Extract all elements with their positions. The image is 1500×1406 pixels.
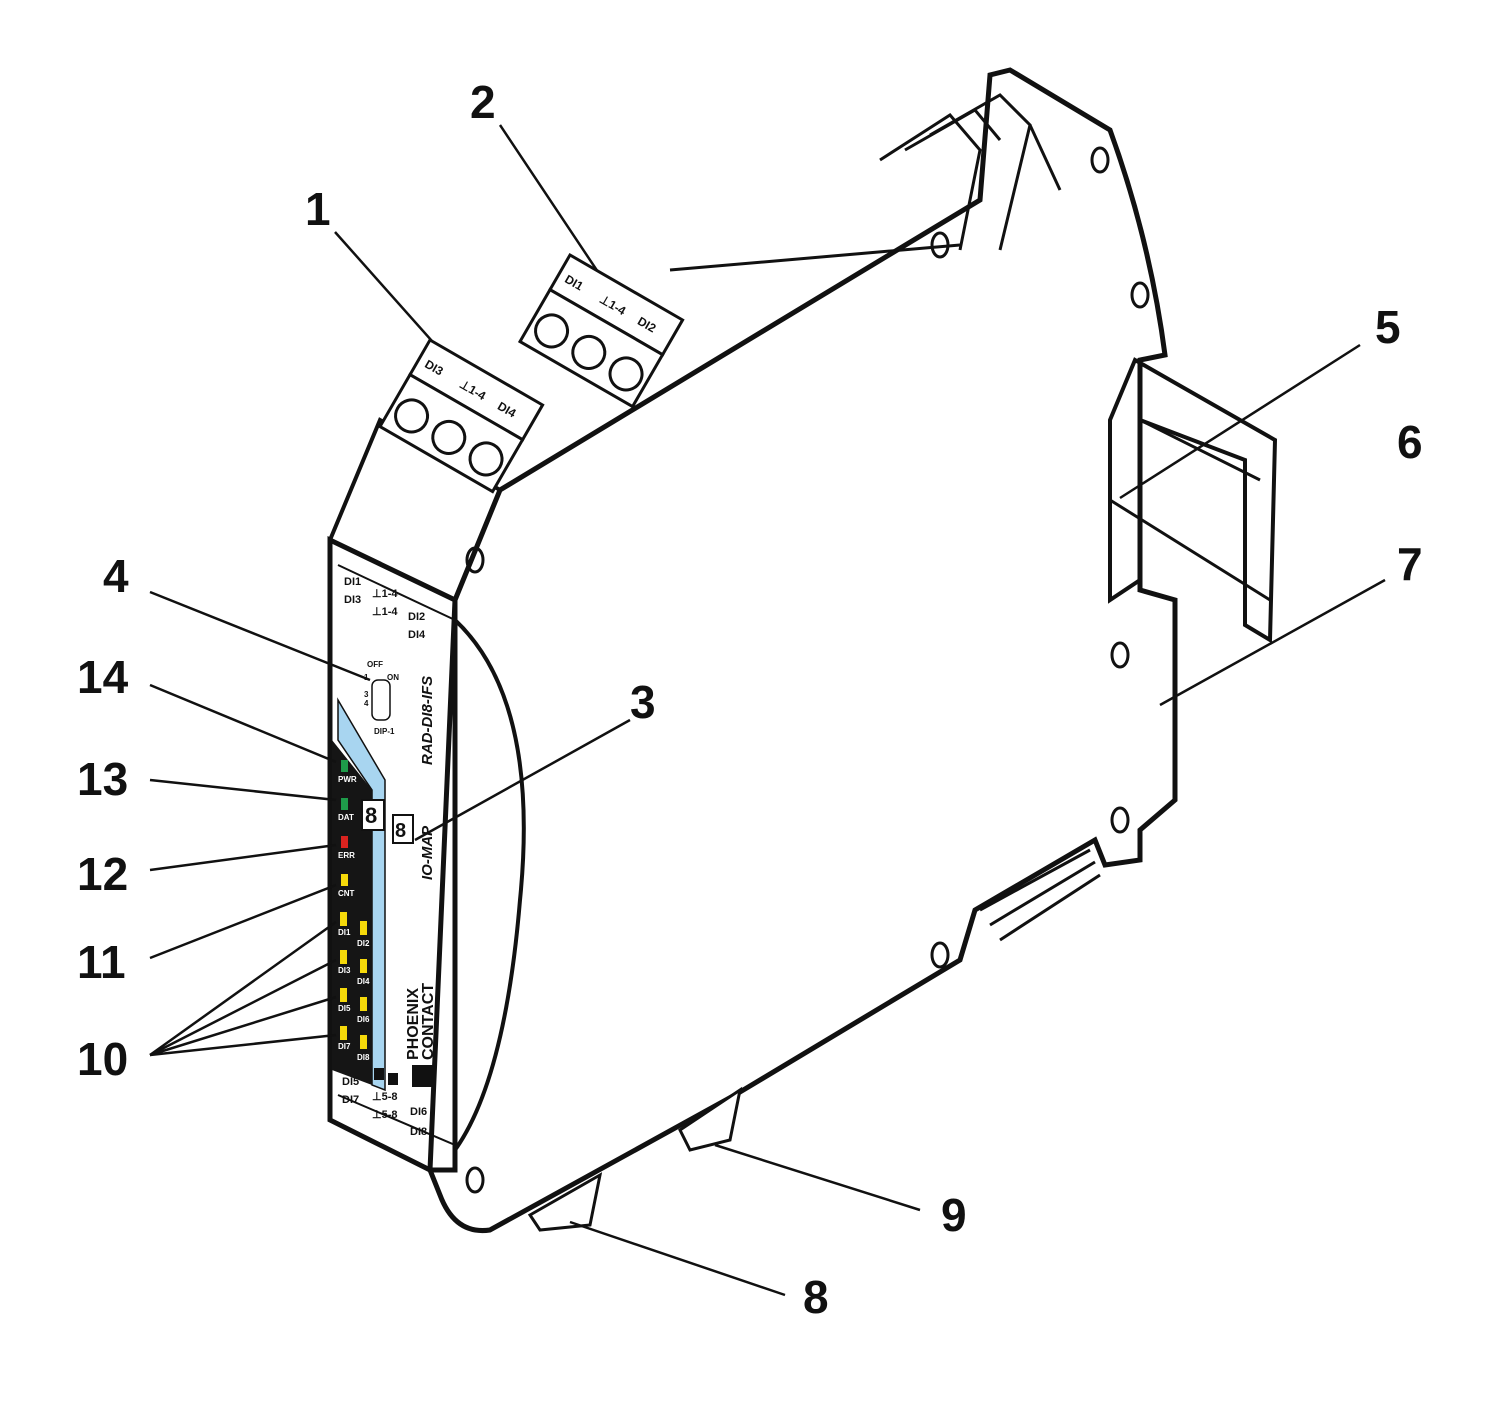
- led-labels: PWR DAT ERR CNT DI1 DI2 DI3 DI4 DI5 DI6 …: [338, 760, 370, 1062]
- label: DI8: [410, 1126, 427, 1138]
- terminal-block-rear: DI1 ⊥1-4 DI2: [517, 252, 685, 409]
- screw-icon[interactable]: [464, 437, 508, 481]
- led-di7: [340, 1026, 347, 1040]
- led-di8: [360, 1035, 367, 1049]
- terminal-block-front: DI3 ⊥1-4 DI4: [377, 337, 545, 494]
- screw-icon[interactable]: [567, 331, 611, 375]
- led-label: PWR: [338, 775, 357, 784]
- dip-switch[interactable]: OFF ON 1 3 4 DIP-1: [364, 660, 399, 736]
- callout-12: 12: [77, 848, 128, 900]
- led-di5: [340, 988, 347, 1002]
- housing-side: [427, 67, 1178, 1234]
- callout-10: 10: [77, 1033, 128, 1085]
- front-cover-curve: [453, 618, 526, 1152]
- rotary-digit: 8: [365, 803, 377, 828]
- dip-pos: 4: [364, 699, 369, 708]
- bottom-ribs: [527, 848, 1101, 1232]
- callout-numbers: 1 2 3 4 5 6 7 8 9 10 11 12 13 14: [77, 76, 1423, 1323]
- dip-on-label: ON: [387, 673, 399, 682]
- callout-2: 2: [470, 76, 496, 128]
- led-pwr: [341, 760, 348, 772]
- screw-icon[interactable]: [530, 309, 574, 353]
- led-label: DI4: [357, 977, 370, 986]
- callout-6: 6: [1397, 416, 1423, 468]
- callout-14: 14: [77, 651, 129, 703]
- callout-3: 3: [630, 676, 656, 728]
- led-label: ERR: [338, 851, 355, 860]
- led-label: DI5: [338, 1004, 351, 1013]
- led-label: DI3: [338, 966, 351, 975]
- led-label: DI2: [357, 939, 370, 948]
- label: DI6: [410, 1106, 427, 1118]
- led-label: DI8: [357, 1053, 370, 1062]
- label: DI4: [408, 629, 426, 641]
- label: ⊥5-8: [372, 1091, 397, 1103]
- front-bottom-labels: DI5 DI7 ⊥5-8 ⊥5-8 DI6 DI8: [342, 1076, 427, 1138]
- front-panel: [327, 536, 458, 1173]
- led-dat: [341, 798, 348, 810]
- rotary-switch[interactable]: 8 8: [361, 799, 414, 844]
- led-label: CNT: [338, 889, 355, 898]
- led-label: DAT: [338, 813, 354, 822]
- label: DI5: [342, 1076, 359, 1088]
- dip-pos: 3: [364, 690, 369, 699]
- model-label: RAD-DI8-IFS: [419, 676, 436, 765]
- din-rail: [1108, 357, 1278, 644]
- brand-logo: PHOENIX CONTACT: [374, 983, 437, 1087]
- callout-1: 1: [305, 183, 331, 235]
- io-map-label: IO-MAP: [419, 825, 436, 880]
- callout-5: 5: [1375, 301, 1401, 353]
- callout-4: 4: [103, 550, 129, 602]
- label: ⊥1-4: [372, 606, 398, 618]
- brand-text: CONTACT: [420, 983, 437, 1060]
- led-di3: [340, 950, 347, 964]
- front-top-labels: DI1 DI3 ⊥1-4 ⊥1-4 DI2 DI4: [344, 576, 426, 641]
- led-di6: [360, 997, 367, 1011]
- callout-7: 7: [1397, 538, 1423, 590]
- callout-11: 11: [77, 936, 126, 988]
- label: DI2: [408, 611, 425, 623]
- rotary-digit: 8: [395, 820, 406, 842]
- led-di4: [360, 959, 367, 973]
- dip-off-label: OFF: [367, 660, 383, 669]
- led-label: DI6: [357, 1015, 370, 1024]
- top-ribs: [669, 93, 1062, 272]
- callout-9: 9: [941, 1189, 967, 1241]
- brand-text: PHOENIX: [405, 988, 422, 1060]
- screw-icon[interactable]: [390, 394, 434, 438]
- led-label: DI1: [338, 928, 351, 937]
- callout-13: 13: [77, 753, 128, 805]
- label: ⊥5-8: [372, 1109, 397, 1121]
- screw-icon[interactable]: [604, 352, 648, 396]
- label: DI3: [344, 594, 361, 606]
- led-err: [341, 836, 348, 848]
- label: DI1: [344, 576, 361, 588]
- dip-name: DIP-1: [374, 727, 395, 736]
- led-di2: [360, 921, 367, 935]
- led-di1: [340, 912, 347, 926]
- dip-pos: 1: [364, 673, 369, 682]
- led-label: DI7: [338, 1042, 351, 1051]
- label: DI7: [342, 1094, 359, 1106]
- label: ⊥1-4: [372, 588, 398, 600]
- led-cnt: [341, 874, 348, 886]
- callout-8: 8: [803, 1271, 829, 1323]
- mounting-holes: [465, 146, 1150, 1194]
- screw-icon[interactable]: [427, 416, 471, 460]
